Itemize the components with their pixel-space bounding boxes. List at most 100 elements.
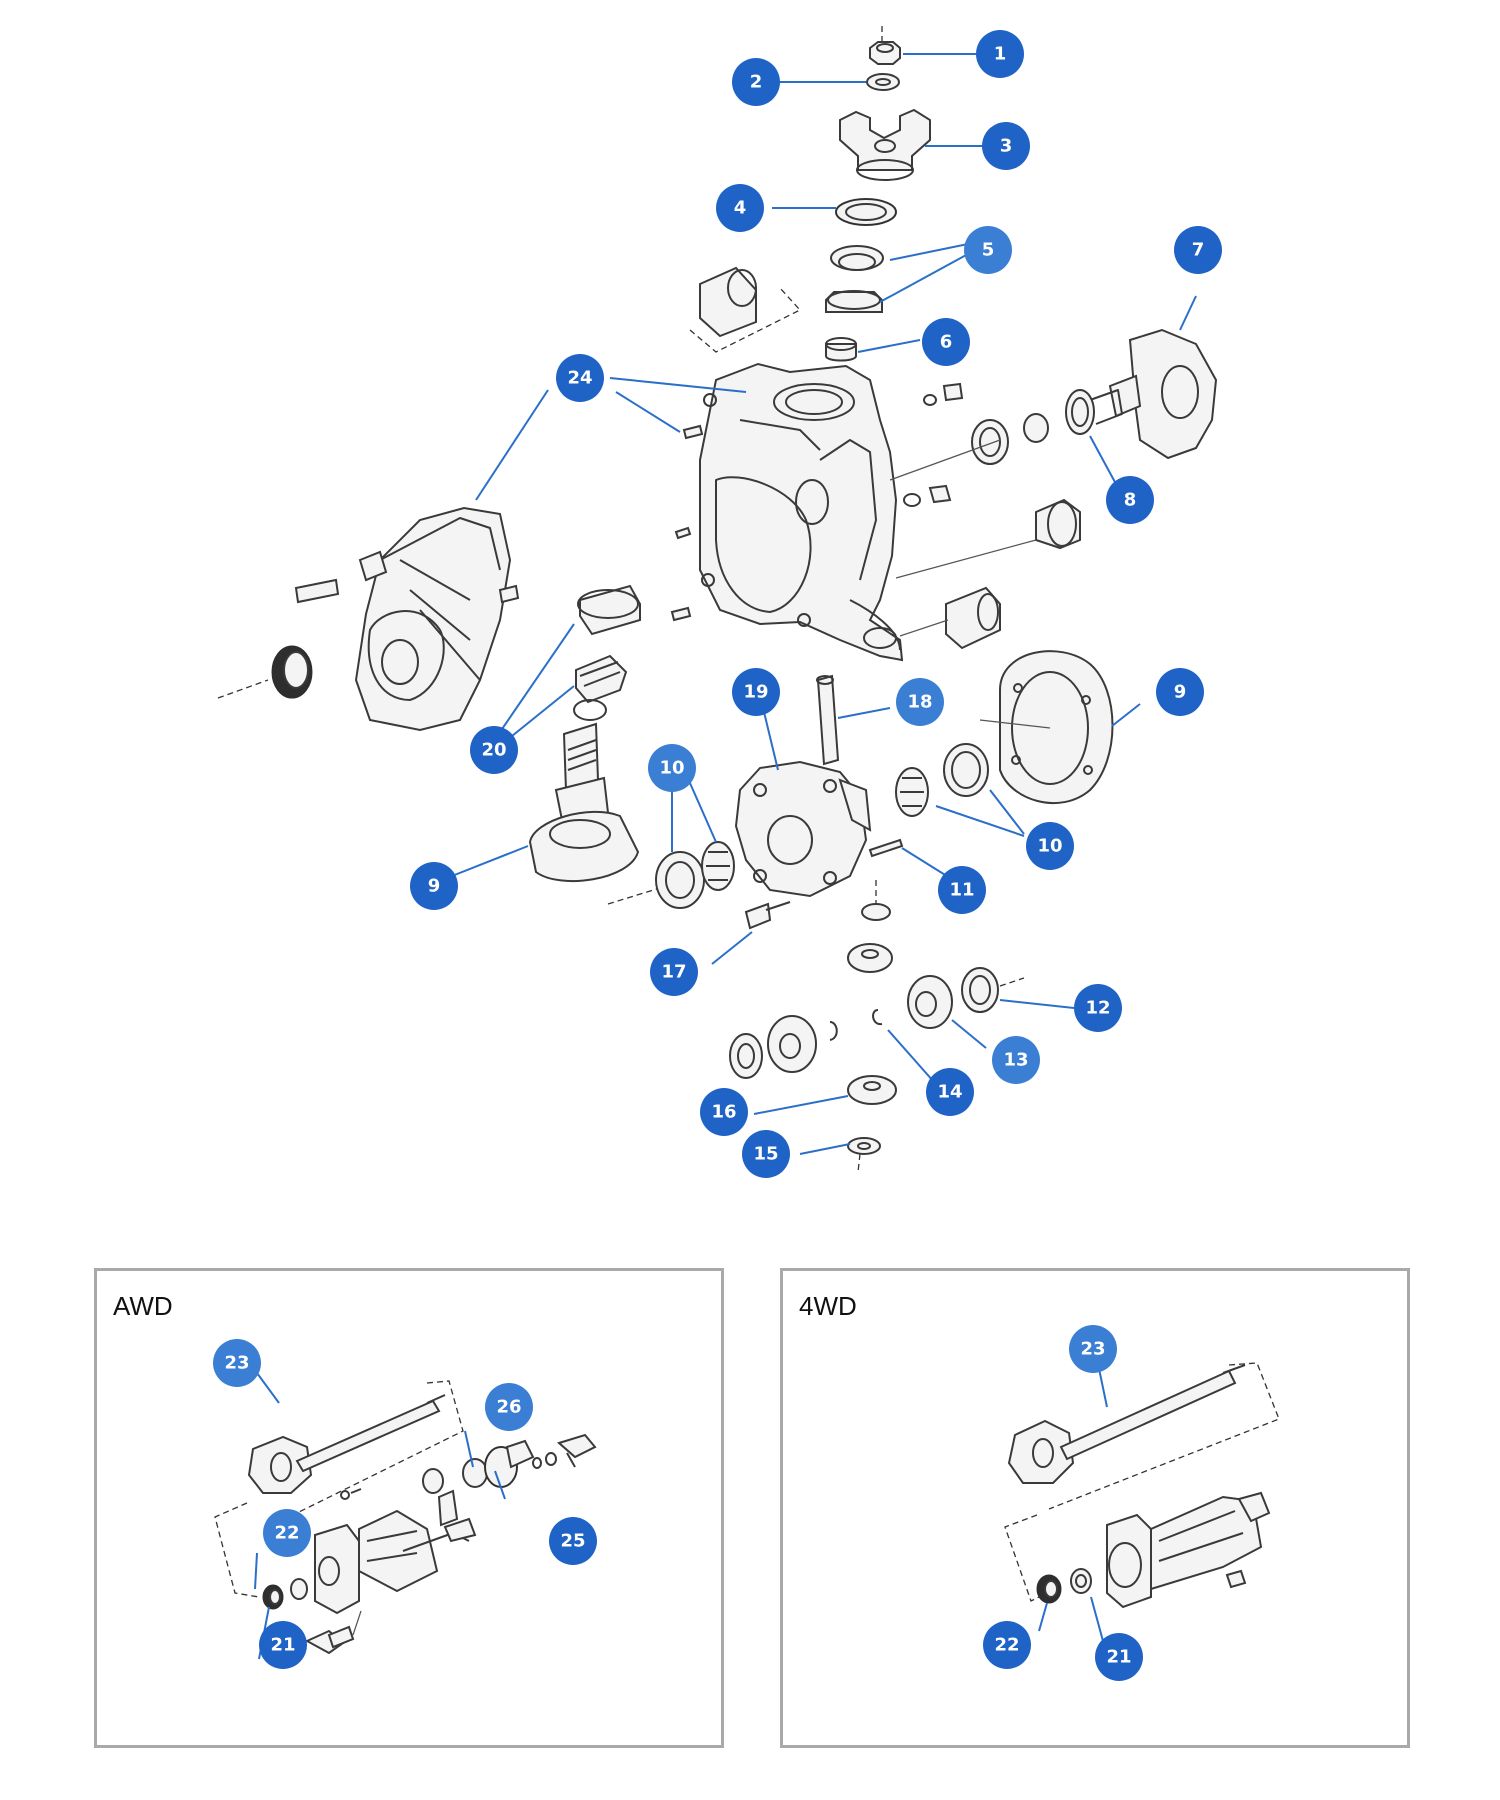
callout-16: 16 <box>700 1088 748 1136</box>
callout-18: 18 <box>896 678 944 726</box>
svg-text:19: 19 <box>743 682 768 703</box>
svg-text:6: 6 <box>940 332 953 353</box>
svg-text:9: 9 <box>428 876 441 897</box>
differential-housing-part <box>699 362 904 662</box>
callout-5: 5 <box>964 226 1012 274</box>
fourwd-panel: 4WD 23 22 21 <box>780 1268 1410 1748</box>
svg-text:23: 23 <box>224 1353 249 1374</box>
callout-4: 4 <box>716 184 764 232</box>
callout-10-left: 10 <box>648 744 696 792</box>
svg-text:11: 11 <box>949 880 974 901</box>
pinion-bearing-part <box>825 245 884 313</box>
svg-text:16: 16 <box>711 1102 736 1123</box>
callout-14: 14 <box>926 1068 974 1116</box>
awd-panel: AWD <box>94 1268 724 1748</box>
callout-1: 1 <box>976 30 1024 78</box>
drain-plug-part <box>895 498 1081 579</box>
svg-text:17: 17 <box>661 962 686 983</box>
leader-lines <box>451 53 1197 1155</box>
pinion-yoke-part <box>839 108 931 181</box>
callout-9-pinion: 9 <box>410 862 458 910</box>
svg-text:23: 23 <box>1080 1339 1105 1360</box>
svg-text:1: 1 <box>994 44 1007 65</box>
svg-text:26: 26 <box>496 1397 521 1418</box>
callout-3: 3 <box>982 122 1030 170</box>
side-bearing-right-part <box>895 743 989 817</box>
svg-text:21: 21 <box>270 1635 295 1656</box>
pinion-seal-part <box>835 198 897 226</box>
carrier-bearing-cup-part <box>577 584 641 636</box>
dowel-pins-part <box>670 424 704 622</box>
callout-11: 11 <box>938 866 986 914</box>
awd-seal-part <box>214 1502 308 1610</box>
ring-gear-bolt-part <box>744 901 791 930</box>
awd-actuator-part <box>304 1610 362 1655</box>
awd-panel-title: AWD <box>113 1291 173 1321</box>
callout-12: 12 <box>1074 984 1122 1032</box>
output-flange-part <box>1089 328 1218 460</box>
lower-pinion-mate-part <box>847 1075 897 1173</box>
callout-9-ring: 9 <box>1156 668 1204 716</box>
bushing-lower-part <box>899 586 1001 650</box>
awd-axle-shaft-part <box>247 1380 464 1514</box>
svg-text:4: 4 <box>734 198 747 219</box>
callout-7: 7 <box>1174 226 1222 274</box>
awd-callout-23: 23 <box>213 1339 261 1387</box>
awd-callout-21: 21 <box>259 1621 307 1669</box>
pinion-nut-part <box>869 41 901 65</box>
svg-text:7: 7 <box>1192 240 1205 261</box>
awd-callout-26: 26 <box>485 1383 533 1431</box>
cross-shaft-part <box>816 674 840 766</box>
side-bearing-left-part <box>607 841 735 909</box>
callout-20: 20 <box>470 726 518 774</box>
awd-diagram: 23 26 25 22 21 <box>213 1339 597 1669</box>
svg-text:24: 24 <box>567 368 592 389</box>
fourwd-housing-part <box>1106 1491 1271 1609</box>
fourwd-callout-22: 22 <box>983 1621 1031 1669</box>
callout-15: 15 <box>742 1130 790 1178</box>
svg-text:2: 2 <box>750 72 763 93</box>
bushing-upper-part <box>689 266 802 353</box>
breather-bolts-part <box>903 382 964 507</box>
svg-text:18: 18 <box>907 692 932 713</box>
callout-10-right: 10 <box>1026 822 1074 870</box>
awd-disconnect-housing-part <box>314 1509 439 1615</box>
callout-19: 19 <box>732 668 780 716</box>
svg-text:14: 14 <box>937 1082 962 1103</box>
axle-seal-left-part <box>217 645 313 699</box>
washer-part <box>866 73 900 91</box>
fourwd-panel-title: 4WD <box>799 1291 857 1321</box>
fourwd-diagram: 23 22 21 <box>983 1325 1280 1681</box>
awd-gear-part <box>422 1433 597 1494</box>
drive-pinion-part <box>528 722 640 883</box>
callout-6: 6 <box>922 318 970 366</box>
svg-text:3: 3 <box>1000 136 1013 157</box>
svg-text:10: 10 <box>1037 836 1062 857</box>
svg-text:20: 20 <box>481 740 506 761</box>
crush-sleeve-part <box>825 337 857 362</box>
left-case-cover-part <box>294 506 520 732</box>
svg-text:13: 13 <box>1003 1050 1028 1071</box>
svg-text:10: 10 <box>659 758 684 779</box>
svg-text:22: 22 <box>994 1635 1019 1656</box>
awd-callout-25: 25 <box>549 1517 597 1565</box>
svg-text:15: 15 <box>753 1144 778 1165</box>
svg-text:22: 22 <box>274 1523 299 1544</box>
svg-text:8: 8 <box>1124 490 1137 511</box>
svg-text:5: 5 <box>982 240 995 261</box>
awd-callout-22: 22 <box>263 1509 311 1557</box>
side-gear-left-part <box>729 1015 838 1079</box>
fourwd-axle-shaft-part <box>1007 1362 1280 1510</box>
fourwd-seal-part <box>1004 1514 1092 1604</box>
fourwd-callout-21: 21 <box>1095 1633 1143 1681</box>
pinion-mate-washers-part <box>847 880 893 973</box>
svg-text:25: 25 <box>560 1531 585 1552</box>
ring-gear-part <box>979 650 1114 805</box>
svg-text:12: 12 <box>1085 998 1110 1019</box>
callout-8: 8 <box>1106 476 1154 524</box>
callout-17: 17 <box>650 948 698 996</box>
callout-2: 2 <box>732 58 780 106</box>
side-gear-right-part <box>872 967 1025 1029</box>
carrier-bearing-cone-part <box>573 654 628 721</box>
